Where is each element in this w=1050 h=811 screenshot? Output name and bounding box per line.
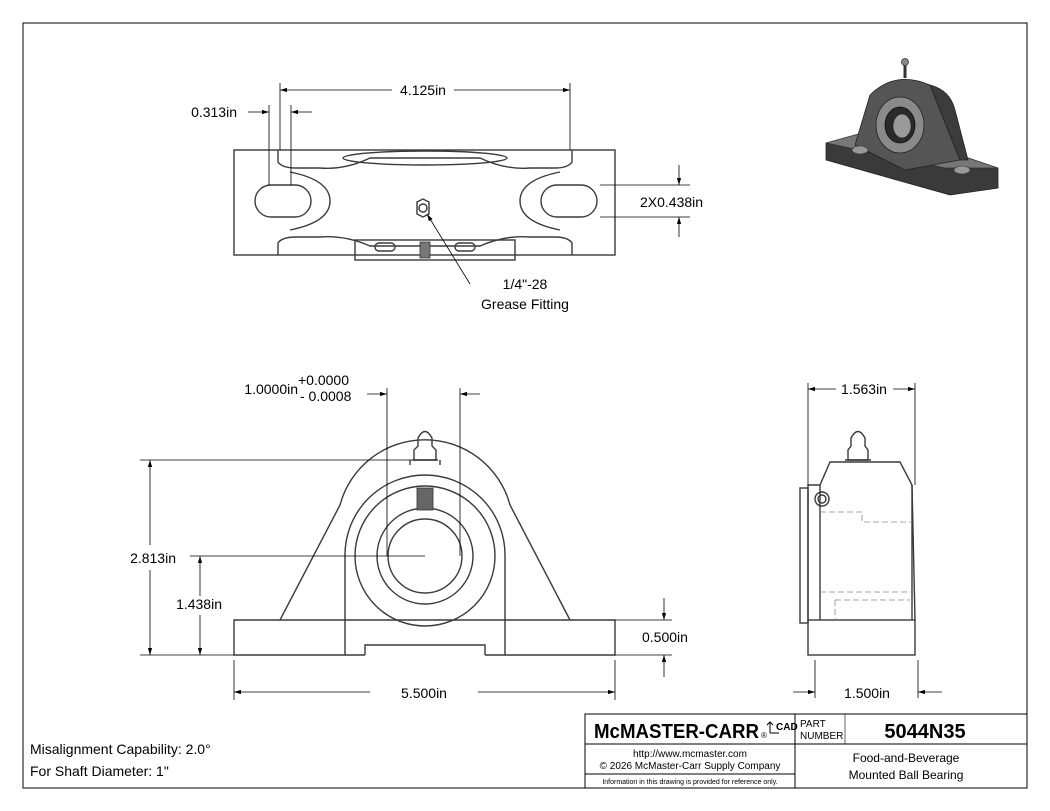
- website-url: http://www.mcmaster.com: [633, 749, 747, 760]
- dim-center-height: 1.438in: [176, 596, 222, 612]
- copyright: © 2026 McMaster-Carr Supply Company: [600, 761, 781, 772]
- dim-bore: 1.0000in: [244, 381, 298, 397]
- dim-side-width: 1.563in: [841, 381, 887, 397]
- title-block: McMASTER-CARR ® CAD PART NUMBER 5044N35 …: [584, 713, 1028, 789]
- description-line-2: Mounted Ball Bearing: [849, 768, 964, 782]
- part-label-2: NUMBER: [800, 731, 843, 742]
- dim-bore-tol-minus: - 0.0008: [300, 388, 352, 404]
- mcmaster-logo: McMASTER-CARR: [594, 721, 760, 743]
- isometric-view: [825, 58, 999, 196]
- side-view: [799, 430, 916, 656]
- registered-mark: ®: [761, 731, 767, 740]
- dim-top-width: 4.125in: [400, 82, 446, 98]
- part-label-1: PART: [800, 719, 826, 730]
- sheet-border: [22, 22, 1028, 789]
- part-number: 5044N35: [884, 721, 965, 743]
- dim-base-thickness: 0.500in: [642, 629, 688, 645]
- cad-mark: CAD: [776, 722, 798, 733]
- dim-slot-length: 2X0.438in: [640, 194, 703, 210]
- description-line-1: Food-and-Beverage: [853, 751, 960, 765]
- dim-bore-tol-plus: +0.0000: [298, 372, 349, 388]
- dim-base-width: 1.500in: [844, 685, 890, 701]
- dim-overall-length: 5.500in: [401, 685, 447, 701]
- dim-overall-height: 2.813in: [130, 550, 176, 566]
- note-shaft: For Shaft Diameter: 1": [30, 763, 169, 779]
- dim-slot-width: 0.313in: [191, 104, 237, 120]
- front-view-dimensions: 1.0000in +0.0000 - 0.0008 2.813in 1.438i…: [130, 372, 688, 701]
- front-view: [233, 430, 616, 656]
- grease-fitting-label-2: Grease Fitting: [481, 296, 569, 312]
- top-view-dimensions: 4.125in 0.313in 2X0.438in 1/4"-28 Grease…: [191, 82, 703, 312]
- side-view-dimensions: 1.563in 1.500in: [793, 381, 942, 701]
- disclaimer: Information in this drawing is provided …: [602, 779, 777, 786]
- note-misalignment: Misalignment Capability: 2.0°: [30, 741, 211, 757]
- grease-fitting-label-1: 1/4"-28: [503, 276, 548, 292]
